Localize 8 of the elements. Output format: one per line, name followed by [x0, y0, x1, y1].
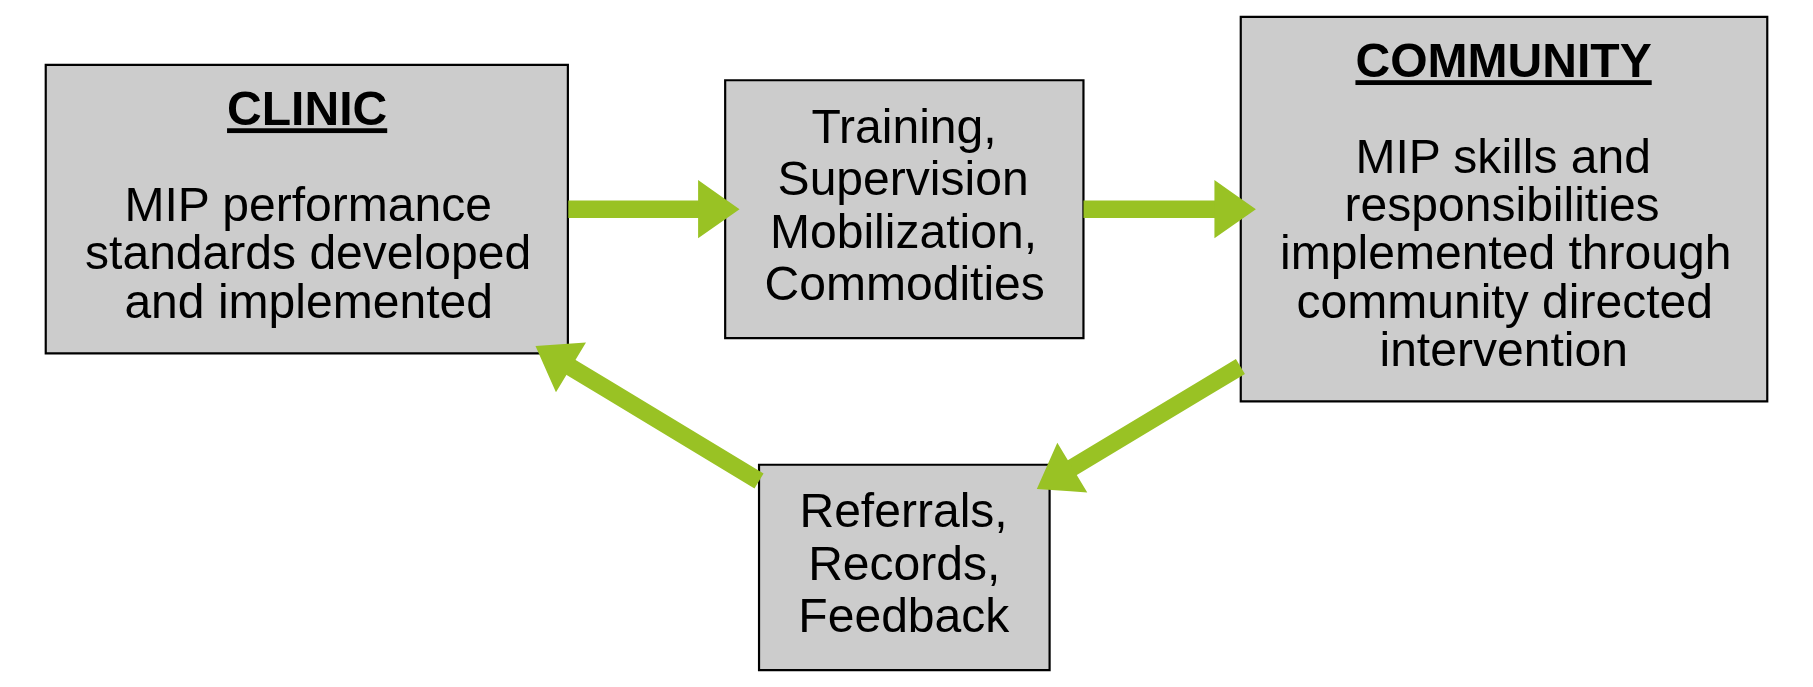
arrow	[535, 342, 764, 489]
node-box: COMMUNITY MIP skills and responsibilities implemented through community directed intervention	[1239, 15, 1769, 403]
node-box: Referrals, Records, Feedback	[757, 463, 1051, 672]
node-box: Training, Supervision Mobilization, Commodities	[724, 79, 1085, 340]
arrow	[1036, 358, 1245, 493]
arrow	[1083, 180, 1256, 239]
arrow	[568, 180, 740, 239]
node-box: CLINIC MIP performance standards developed and implemented	[44, 63, 569, 355]
